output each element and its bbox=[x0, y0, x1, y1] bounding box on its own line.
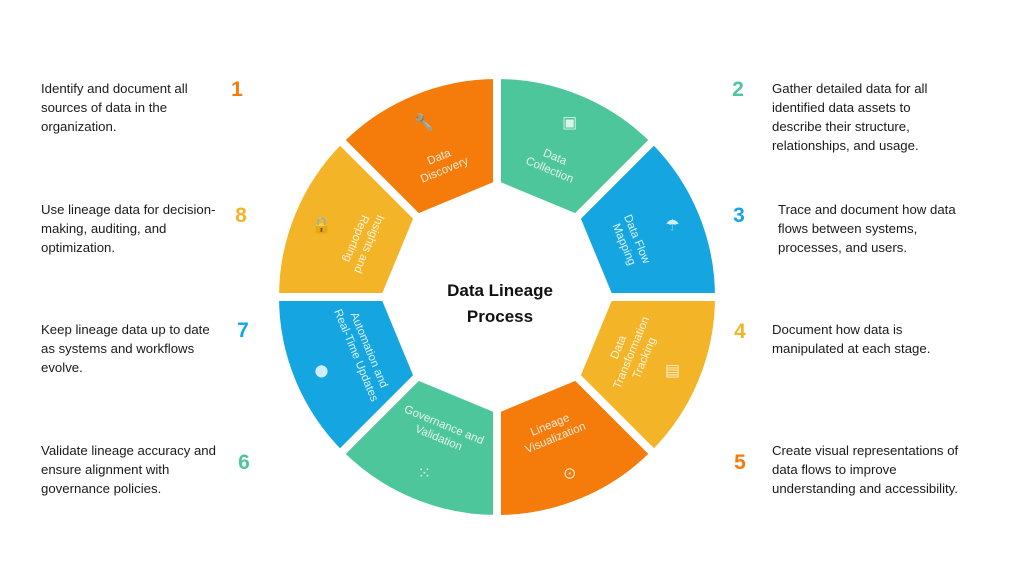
description-line: optimization. bbox=[41, 240, 116, 255]
magnifier-icon: ⊙ bbox=[563, 464, 576, 483]
description-line: describe their structure, bbox=[772, 119, 910, 134]
description-line: ensure alignment with bbox=[41, 462, 170, 477]
description-line: data flows to improve bbox=[772, 462, 897, 477]
step-number: 8 bbox=[235, 204, 247, 227]
wrench-icon: 🔧 bbox=[414, 112, 434, 131]
description-line: Keep lineage data up to date bbox=[41, 322, 210, 337]
description-line: as systems and workflows bbox=[41, 341, 195, 356]
step-1-description: Identify and document all sources of data… bbox=[41, 79, 188, 136]
step-number: 6 bbox=[238, 451, 250, 474]
description-line: sources of data in the bbox=[41, 100, 168, 115]
segment-data-collection: DataCollection▣ bbox=[493, 70, 660, 223]
description-line: flows between systems, bbox=[778, 221, 918, 236]
step-7-description: Keep lineage data up to date as systems a… bbox=[41, 320, 210, 377]
hand-dots-icon: ⁙ bbox=[418, 464, 431, 483]
description-line: governance policies. bbox=[41, 481, 162, 496]
description-line: Identify and document all bbox=[41, 81, 188, 96]
segment-insights-and-reporting: Insights andReporting🔒 bbox=[270, 134, 423, 301]
segment-data-flow-mapping: Data FlowMapping☂ bbox=[571, 134, 724, 301]
description-line: understanding and accessibility. bbox=[772, 481, 958, 496]
user-chat-icon: ● bbox=[314, 361, 328, 380]
step-number: 4 bbox=[734, 320, 746, 343]
step-number: 2 bbox=[732, 78, 744, 101]
description-line: Create visual representations of bbox=[772, 443, 959, 458]
step-number: 3 bbox=[733, 204, 745, 227]
description-line: identified data assets to bbox=[772, 100, 911, 115]
description-line: Document how data is bbox=[772, 322, 903, 337]
step-4-description: Document how data is manipulated at each … bbox=[772, 320, 930, 358]
step-number: 7 bbox=[237, 319, 249, 342]
description-line: manipulated at each stage. bbox=[772, 341, 931, 356]
description-line: evolve. bbox=[41, 360, 83, 375]
description-line: Validate lineage accuracy and bbox=[41, 443, 216, 458]
center-title-line-1: Data Lineage bbox=[447, 281, 553, 300]
step-5-description: Create visual representations of data flo… bbox=[772, 441, 958, 498]
step-8-description: Use lineage data for decision-making, au… bbox=[41, 200, 215, 257]
step-2-description: Gather detailed data for all identified d… bbox=[772, 79, 927, 155]
description-line: processes, and users. bbox=[778, 240, 908, 255]
segment-shape bbox=[270, 134, 423, 301]
step-3-description: Trace and document how data flows between… bbox=[778, 200, 956, 257]
description-line: relationships, and usage. bbox=[772, 138, 919, 153]
umbrella-icon: ☂ bbox=[665, 215, 679, 234]
center-title-line-2: Process bbox=[467, 307, 533, 326]
description-line: making, auditing, and bbox=[41, 221, 167, 236]
collection-icon: ▣ bbox=[562, 112, 577, 131]
document-icon: ▤ bbox=[665, 361, 680, 380]
segment-governance-and-validation: Governance andValidation⁙ bbox=[334, 371, 501, 524]
step-number: 1 bbox=[231, 78, 243, 101]
step-number: 5 bbox=[734, 451, 746, 474]
description-line: Gather detailed data for all bbox=[772, 81, 928, 96]
description-line: organization. bbox=[41, 119, 117, 134]
description-line: Use lineage data for decision- bbox=[41, 202, 216, 217]
step-6-description: Validate lineage accuracy and ensure alig… bbox=[41, 441, 216, 498]
lock-icon: 🔒 bbox=[312, 215, 332, 234]
description-line: Trace and document how data bbox=[778, 202, 956, 217]
